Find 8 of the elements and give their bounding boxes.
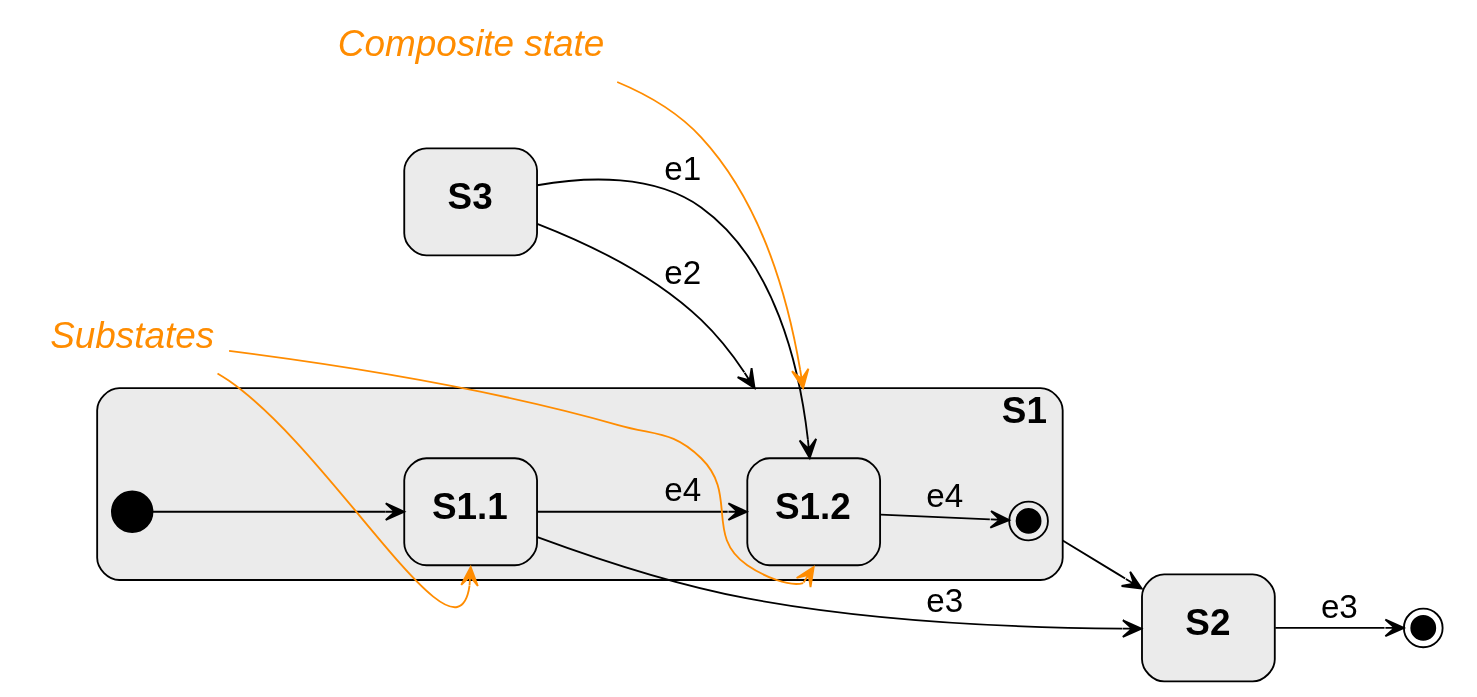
edge-label: e3 (1320, 587, 1358, 625)
edge-label: e2 (663, 253, 701, 291)
node-text: Composite state (337, 23, 604, 65)
edge-label: e1 (663, 150, 701, 188)
node-text: Substates (49, 314, 214, 356)
edge-label: e4 (925, 476, 963, 514)
edge-label: e3 (925, 582, 963, 620)
edge-label: e4 (663, 471, 701, 509)
